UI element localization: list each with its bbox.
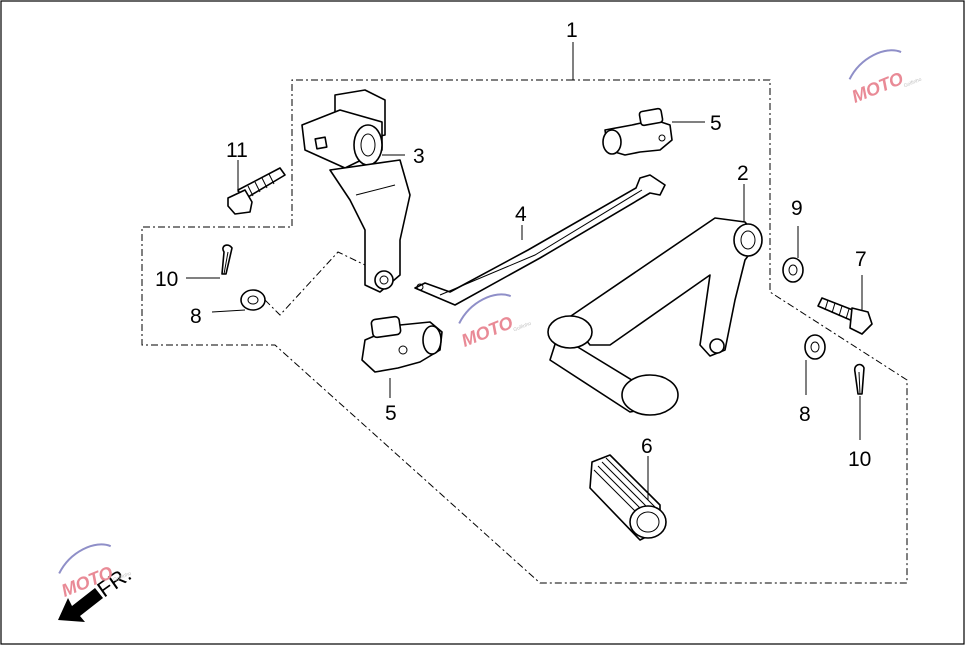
watermark-top-right: MOTO Golfinho xyxy=(848,49,923,107)
callout-5-top: 5 xyxy=(710,112,722,135)
callout-10-right: 10 xyxy=(848,448,871,471)
callout-9: 9 xyxy=(791,197,803,220)
rod-end-bottom-part xyxy=(361,315,443,373)
watermark-text: MOTO xyxy=(458,312,515,351)
leader-8-left xyxy=(211,309,246,313)
cotter-pin-left-part xyxy=(221,244,233,275)
bolt-11-part xyxy=(227,167,286,215)
watermark-subtext: Golfinho xyxy=(903,77,923,90)
shift-pedal-arm-part xyxy=(547,217,763,416)
callout-3: 3 xyxy=(413,145,425,168)
callout-8-left: 8 xyxy=(190,305,202,328)
washer-left-part xyxy=(240,289,266,311)
tie-rod-part xyxy=(414,174,666,306)
cotter-pin-right-part xyxy=(853,363,865,395)
shift-lever-clamp-part xyxy=(301,89,411,293)
watermark-swoosh-icon xyxy=(848,49,902,80)
watermark-swoosh-icon xyxy=(458,293,512,324)
rod-end-top-part xyxy=(602,107,673,156)
washer-9-part xyxy=(782,257,804,283)
callout-5-bottom: 5 xyxy=(385,402,397,425)
watermark-subtext: Golfinho xyxy=(513,321,533,334)
front-arrow-icon xyxy=(58,588,103,622)
callout-11: 11 xyxy=(226,139,248,162)
assembly-link-dash xyxy=(264,251,366,316)
callout-6: 6 xyxy=(641,435,653,458)
callout-4: 4 xyxy=(515,203,527,226)
watermark-text: MOTO xyxy=(849,68,906,107)
callout-2: 2 xyxy=(737,162,749,185)
watermark-swoosh-icon xyxy=(58,543,112,574)
callout-7: 7 xyxy=(855,248,867,271)
washer-right-part xyxy=(804,334,826,360)
assembly-boundary xyxy=(141,79,908,584)
callout-1: 1 xyxy=(566,19,578,42)
pedal-rubber-part xyxy=(589,454,667,541)
bolt-7-part xyxy=(817,297,873,335)
callout-10-left: 10 xyxy=(155,268,178,291)
callout-8-right: 8 xyxy=(799,403,811,426)
